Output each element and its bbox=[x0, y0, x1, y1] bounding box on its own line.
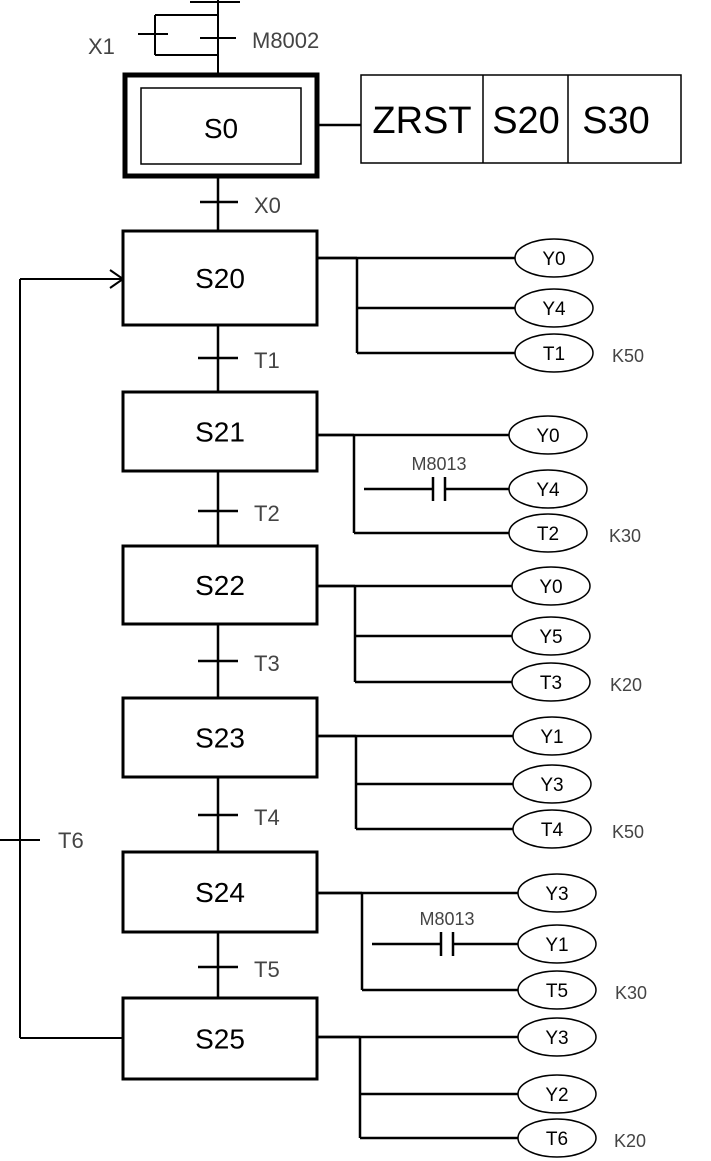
contact-label: M8013 bbox=[411, 454, 466, 474]
output-coil-label: T1 bbox=[543, 344, 565, 365]
output-coil bbox=[512, 809, 592, 849]
output-coil-label: Y0 bbox=[536, 426, 559, 447]
step-label: S24 bbox=[195, 877, 245, 908]
output-coil-label: Y0 bbox=[542, 249, 565, 270]
timer-preset-label: K50 bbox=[612, 822, 644, 842]
output-coil-label: Y1 bbox=[540, 727, 563, 748]
step-box bbox=[121, 996, 319, 1081]
step-label: S21 bbox=[195, 417, 245, 448]
step-box bbox=[121, 229, 319, 327]
transition-label: T5 bbox=[254, 957, 280, 982]
output-coil bbox=[517, 1118, 597, 1158]
output-coil-label: Y3 bbox=[545, 884, 568, 905]
transition-t6-label: T6 bbox=[58, 828, 84, 853]
transition-label: T1 bbox=[254, 348, 280, 373]
output-coil-label: T6 bbox=[546, 1129, 568, 1150]
output-coil bbox=[517, 1017, 597, 1057]
output-coil-label: Y3 bbox=[540, 775, 563, 796]
output-coil-label: T2 bbox=[537, 524, 559, 545]
initial-step-s0: S0 bbox=[122, 72, 320, 179]
transition-label: T3 bbox=[254, 651, 280, 676]
output-coil bbox=[511, 662, 591, 702]
output-coil bbox=[508, 415, 588, 455]
transition-t4: T4 bbox=[198, 777, 280, 852]
transition-t2: T2 bbox=[198, 471, 280, 546]
contact-label: M8013 bbox=[419, 909, 474, 929]
step-box bbox=[121, 696, 319, 779]
timer-preset-label: K30 bbox=[609, 526, 641, 546]
output-coil bbox=[511, 566, 591, 606]
output-coil-label: Y1 bbox=[545, 935, 568, 956]
initial-input-network: X1 M8002 bbox=[88, 0, 319, 75]
step-s0-label: S0 bbox=[204, 113, 238, 144]
zrst-instruction: ZRST S20 S30 bbox=[317, 74, 682, 164]
output-coil bbox=[512, 716, 592, 756]
output-coil bbox=[514, 288, 594, 328]
timer-preset-label: K20 bbox=[614, 1131, 646, 1151]
output-coil bbox=[517, 873, 597, 913]
output-coil-label: T3 bbox=[540, 673, 562, 694]
step-label: S23 bbox=[195, 723, 245, 754]
transition-x0-label: X0 bbox=[254, 193, 281, 218]
output-coil-label: T5 bbox=[546, 981, 568, 1002]
x1-label: X1 bbox=[88, 34, 115, 59]
output-coil-label: T4 bbox=[541, 820, 564, 841]
output-coil-label: Y3 bbox=[545, 1028, 568, 1049]
output-coil bbox=[517, 924, 597, 964]
output-coil-label: Y2 bbox=[545, 1085, 568, 1106]
zrst-operand-start: S20 bbox=[492, 100, 560, 142]
step-label: S22 bbox=[195, 570, 245, 601]
transition-label: T4 bbox=[254, 805, 280, 830]
step-box bbox=[121, 544, 319, 626]
zrst-opcode: ZRST bbox=[372, 100, 471, 142]
timer-preset-label: K20 bbox=[610, 675, 642, 695]
step-label: S20 bbox=[195, 263, 245, 294]
timer-preset-label: K50 bbox=[612, 346, 644, 366]
output-coil bbox=[514, 333, 594, 373]
output-coil bbox=[511, 616, 591, 656]
output-coil bbox=[508, 469, 588, 509]
step-box bbox=[121, 850, 319, 934]
m8002-label: M8002 bbox=[252, 28, 319, 53]
step-label: S25 bbox=[195, 1024, 245, 1055]
timer-preset-label: K30 bbox=[615, 983, 647, 1003]
output-coil bbox=[514, 238, 594, 278]
output-coil-label: Y5 bbox=[539, 627, 562, 648]
output-coil-label: Y4 bbox=[542, 299, 566, 320]
transition-x0: X0 bbox=[200, 176, 281, 231]
output-coil bbox=[517, 1074, 597, 1114]
step-box bbox=[121, 390, 319, 473]
output-coil bbox=[508, 513, 588, 553]
transition-label: T2 bbox=[254, 501, 280, 526]
transition-t1: T1 bbox=[198, 325, 280, 392]
output-coil-label: Y4 bbox=[536, 480, 560, 501]
loop-back-line: T6 bbox=[0, 269, 125, 1039]
output-coil bbox=[517, 970, 597, 1010]
transition-t3: T3 bbox=[198, 624, 280, 698]
output-coil-label: Y0 bbox=[539, 577, 562, 598]
output-coil bbox=[512, 764, 592, 804]
zrst-operand-end: S30 bbox=[582, 100, 650, 142]
transition-t5: T5 bbox=[198, 932, 280, 998]
